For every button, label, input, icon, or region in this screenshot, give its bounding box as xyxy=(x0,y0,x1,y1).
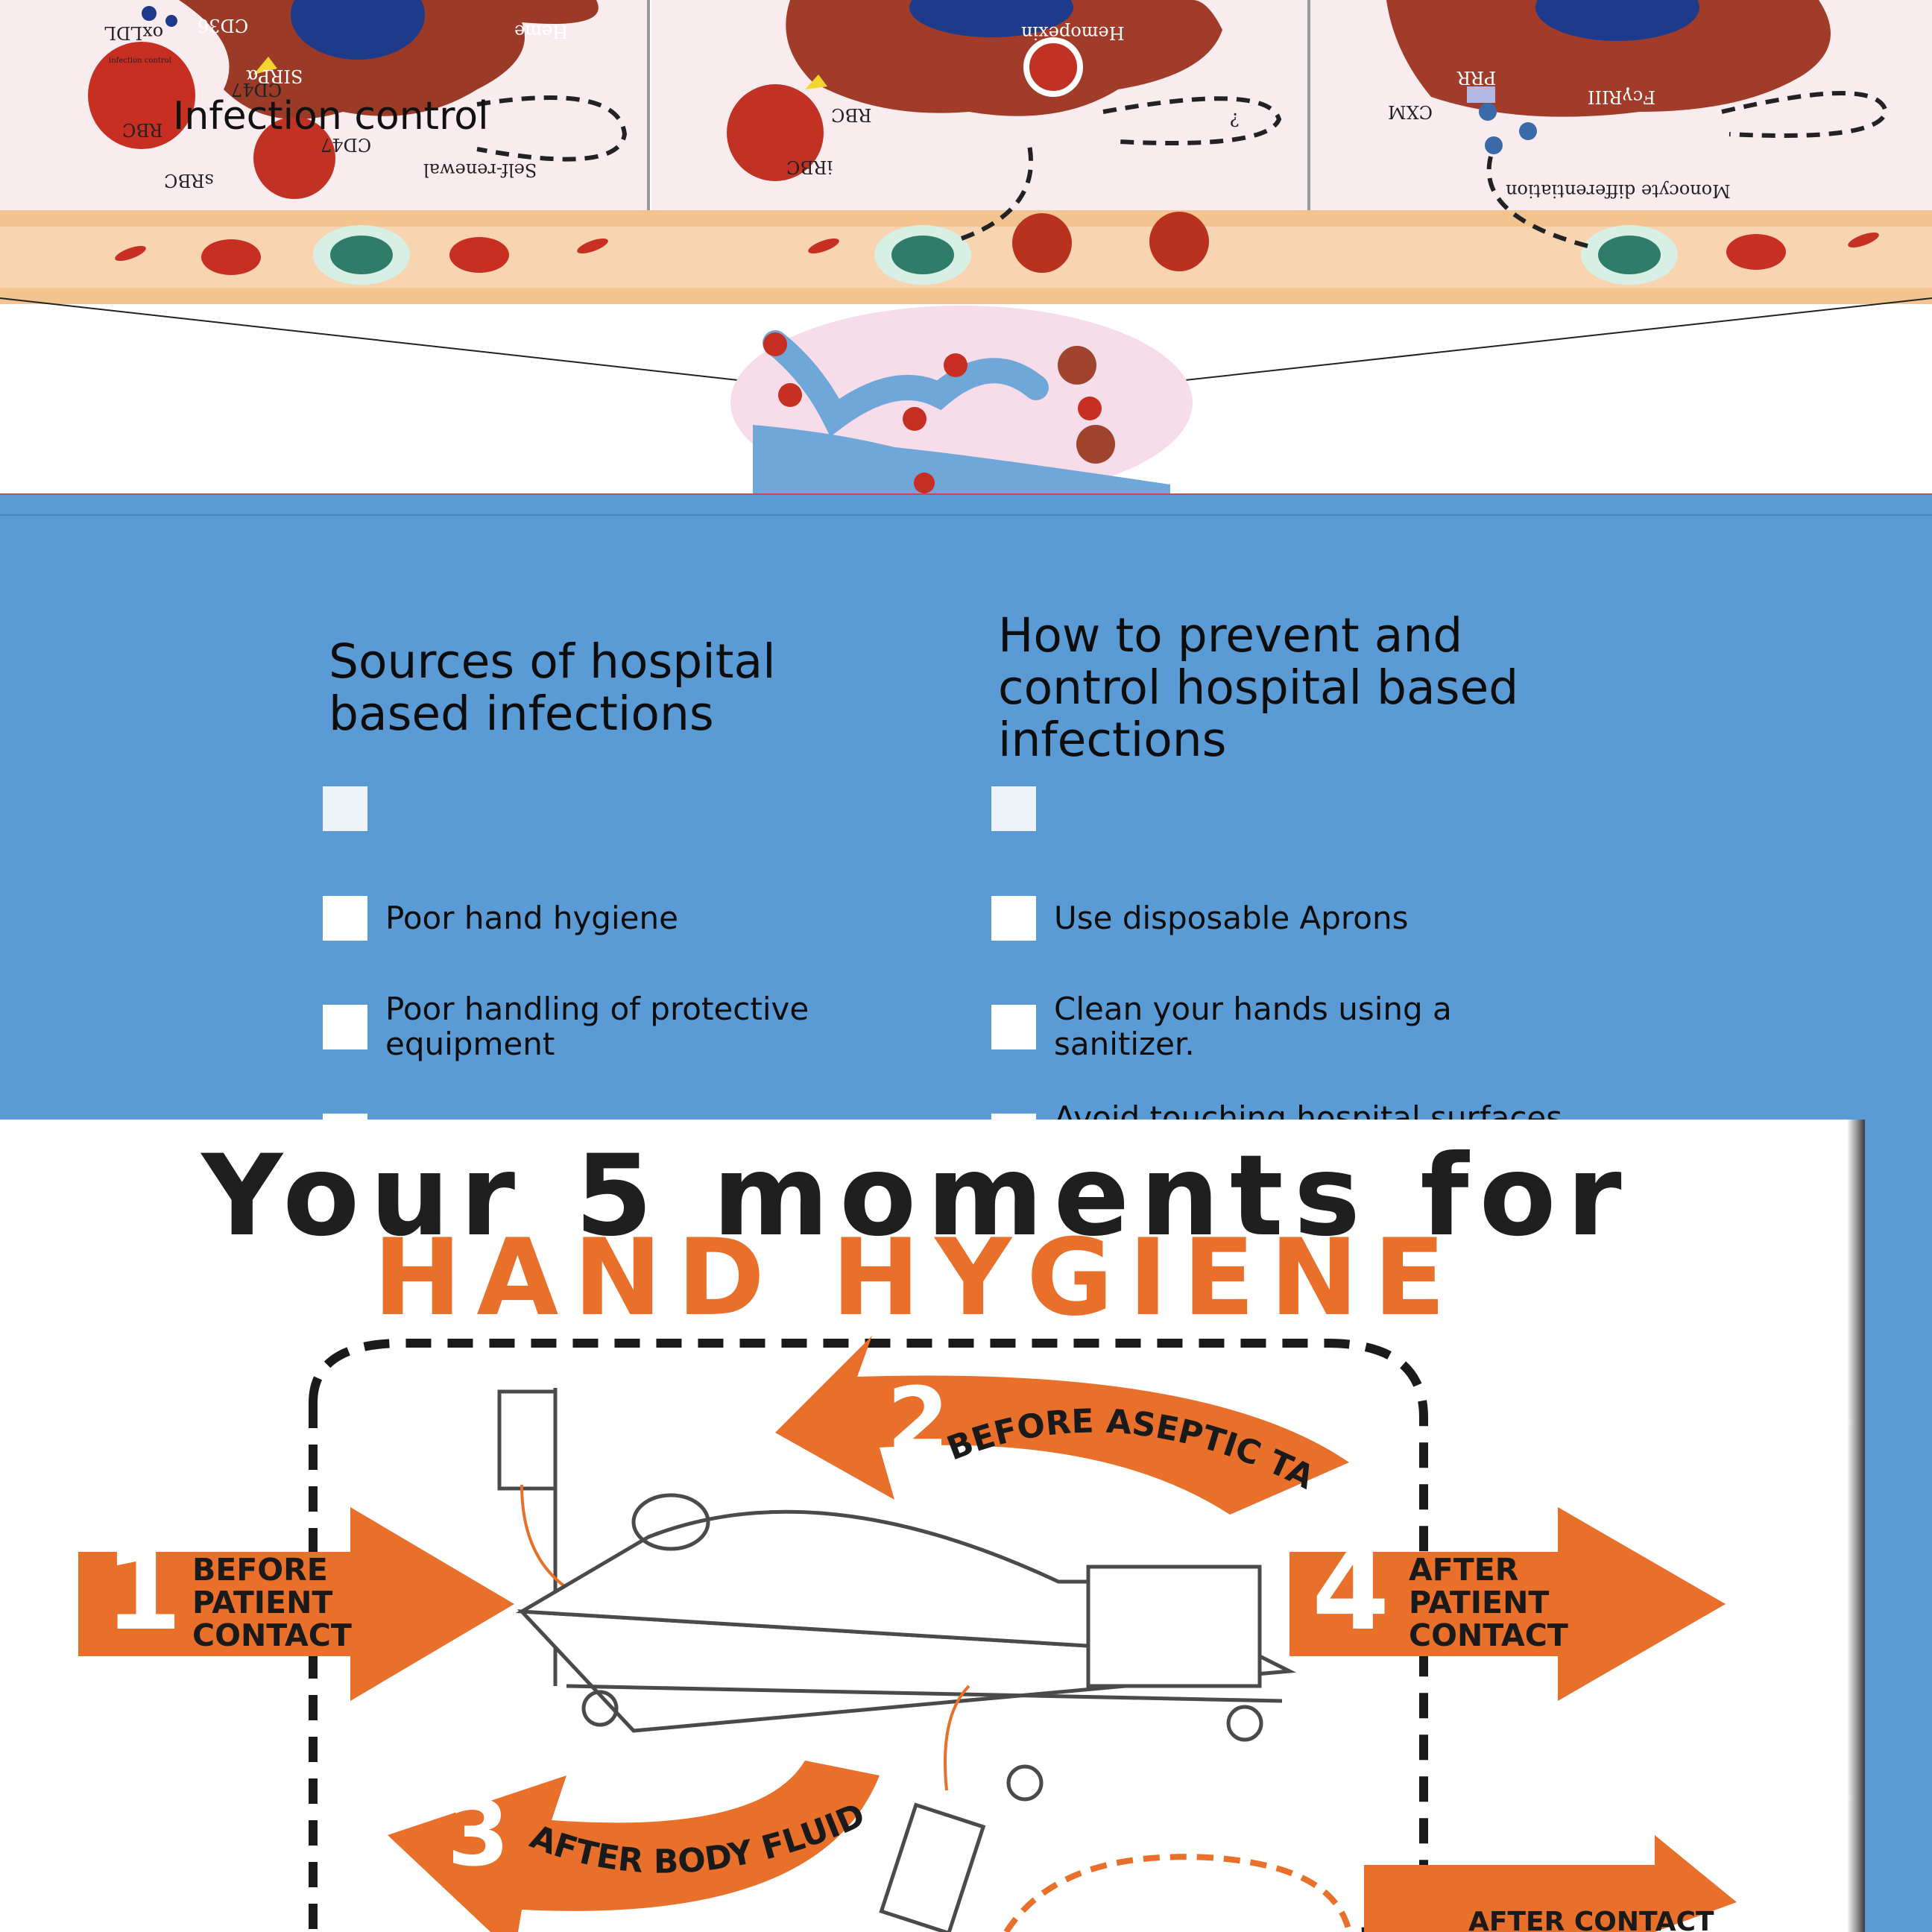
diagram-label: oxLDL xyxy=(104,22,164,43)
diagram-label: Heme xyxy=(514,21,569,42)
diagram-label: Monocyte differentiation xyxy=(1506,180,1731,201)
diagram-label: iRBC xyxy=(786,157,833,177)
diagram-label: RBC xyxy=(122,119,163,140)
bullet-marker xyxy=(323,896,367,941)
hand-hygiene-poster: Your 5 moments for HAND HYGIENE xyxy=(0,1120,1865,1932)
moment-4-label: AFTER PATIENT CONTACT xyxy=(1409,1552,1568,1653)
poster-shadow xyxy=(1847,1120,1865,1932)
diagram-label: sRBC xyxy=(164,170,214,191)
moment-2-arrow xyxy=(775,1336,1349,1515)
diagram-label: ? xyxy=(1230,109,1240,130)
right-column-heading: How to prevent and control hospital base… xyxy=(998,608,1519,767)
bullet-marker xyxy=(991,786,1036,831)
diagram-label: CD47 xyxy=(231,79,282,100)
moment-1-arrow xyxy=(78,1507,514,1701)
diagram-label: RBC xyxy=(831,104,872,125)
patient-bed-illustration xyxy=(497,1388,1296,1932)
slide-title: Infection control xyxy=(173,94,489,139)
left-column-heading: Sources of hospital based infections xyxy=(329,634,776,741)
slide-divider xyxy=(0,514,1932,516)
diagram-label: CD36 xyxy=(198,15,249,36)
moment-2-label: BEFORE ASEPTIC TASK xyxy=(0,1120,1320,1497)
diagram-label: CD47 xyxy=(321,134,372,155)
moment-3-label: AFTER BODY FLUID EXPOSURE RISK xyxy=(0,1120,871,1881)
diagram-label: Hemopexin xyxy=(1021,22,1125,43)
moment-4-arrow xyxy=(1289,1507,1726,1701)
moment-1-label: BEFORE PATIENT CONTACT xyxy=(192,1552,352,1653)
bullet-marker xyxy=(991,896,1036,941)
moment-4-number: 4 xyxy=(1312,1526,1390,1655)
left-list-item: Poor hand hygiene xyxy=(385,900,678,936)
diagram-tiny-caption: infection control xyxy=(109,57,171,65)
moment-1-number: 1 xyxy=(104,1526,183,1655)
poster-title-line1: Your 5 moments for xyxy=(201,1131,1632,1261)
right-list-item: Clean your hands using a sanitizer. xyxy=(1054,991,1452,1062)
moment-5-arrow xyxy=(1364,1835,1737,1932)
diagram-label: CXM xyxy=(1388,101,1433,122)
diagram-label: PRR xyxy=(1457,67,1497,88)
right-list-item: Use disposable Aprons xyxy=(1054,900,1409,936)
diagram-label: FcγRIII xyxy=(1588,86,1655,107)
moment-3-number: 3 xyxy=(447,1783,510,1887)
macrophage-diagram xyxy=(0,0,1932,493)
moment-2-number: 2 xyxy=(887,1369,950,1473)
hand-hygiene-diagram: BEFORE ASEPTIC TASK AFTER BODY FLUID EXP… xyxy=(0,1120,1737,1932)
top-slide-illustration: infection control Infection control oxLD… xyxy=(0,0,1932,495)
poster-title-line2: HAND HYGIENE xyxy=(373,1216,1461,1339)
bullet-marker xyxy=(323,786,367,831)
bullet-marker xyxy=(323,1005,367,1049)
bullet-marker xyxy=(991,1005,1036,1049)
moment-3-arrow xyxy=(388,1761,880,1932)
left-list-item: Poor handling of protective equipment xyxy=(385,991,809,1062)
moment-5-label: AFTER CONTACT xyxy=(1468,1907,1714,1932)
diagram-label: Self-renewal xyxy=(423,160,537,180)
